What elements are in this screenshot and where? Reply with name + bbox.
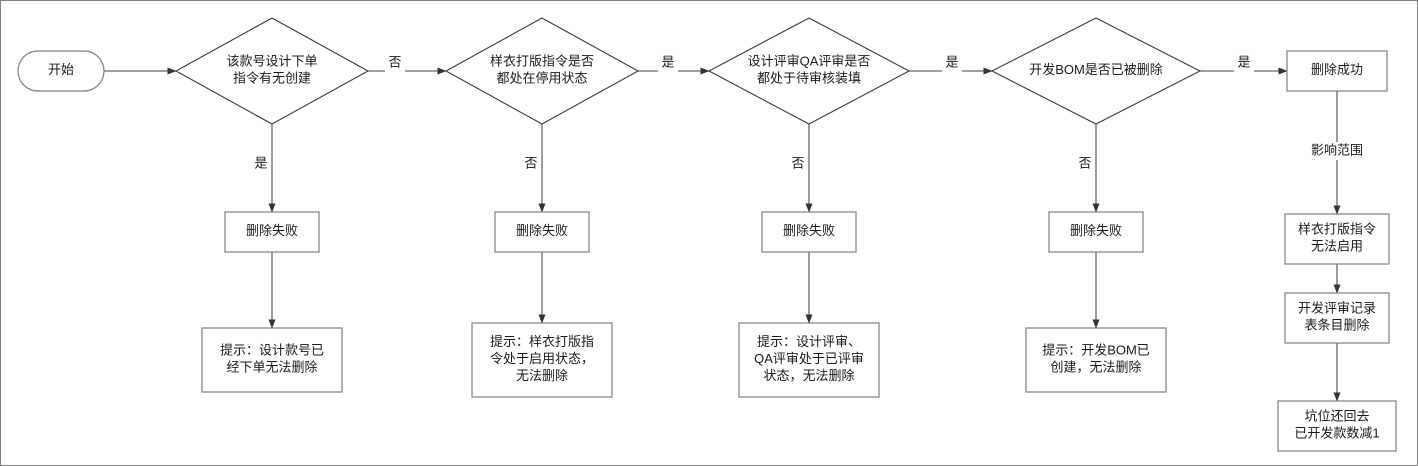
process-shape (761, 211, 857, 253)
edge-label-e-d1-fail1: 是 (254, 155, 267, 170)
process-shape (494, 211, 590, 253)
node-label: 设计评审QA评审是否都处于待审核装填 (748, 54, 871, 86)
node-label: 提示：设计款号已经下单无法删除 (220, 343, 324, 375)
node-d4[interactable]: 开发BOM是否已被删除 (990, 17, 1202, 125)
edge-label-e-d2-fail2: 否 (524, 155, 537, 170)
edge-label-bg (1234, 54, 1254, 72)
node-label: 坑位还回去已开发款数减1 (1294, 409, 1379, 441)
node-d3[interactable]: 设计评审QA评审是否都处于待审核装填 (707, 17, 911, 125)
node-label: 删除失败 (1070, 223, 1122, 238)
process-shape (201, 327, 343, 393)
node-fail2[interactable]: 删除失败 (494, 211, 590, 253)
decision-shape (444, 17, 640, 125)
node-effect2[interactable]: 开发评审记录表条目删除 (1284, 292, 1390, 344)
node-label: 删除失败 (246, 223, 298, 238)
process-shape (1025, 327, 1167, 393)
node-label: 提示：设计评审、QA评审处于已评审状态，无法删除 (754, 334, 864, 383)
node-label: 开始 (48, 62, 74, 77)
decision-shape (707, 17, 911, 125)
node-msg4[interactable]: 提示：开发BOM已创建，无法删除 (1025, 327, 1167, 393)
edge-label-bg (251, 155, 271, 173)
edge-label-bg (1306, 142, 1368, 160)
node-msg3[interactable]: 提示：设计评审、QA评审处于已评审状态，无法删除 (738, 322, 880, 398)
node-label: 样衣打版指令是否都处在停用状态 (490, 54, 594, 86)
process-shape (1048, 211, 1144, 253)
edge-label-bg (788, 155, 808, 173)
terminator-shape (17, 50, 105, 92)
edge-label-e-d2-d3: 是 (661, 54, 674, 69)
node-label: 删除失败 (516, 223, 568, 238)
node-effect3[interactable]: 坑位还回去已开发款数减1 (1277, 400, 1397, 452)
edge-label-bg (658, 54, 678, 72)
node-label: 开发评审记录表条目删除 (1298, 301, 1376, 333)
node-msg1[interactable]: 提示：设计款号已经下单无法删除 (201, 327, 343, 393)
node-label: 提示：开发BOM已创建，无法删除 (1042, 343, 1150, 375)
node-label: 删除成功 (1311, 62, 1363, 77)
edge-labels-layer: 否是是是是否否否影响范围 (251, 54, 1368, 173)
process-shape (1286, 50, 1388, 92)
edge-label-e-d3-fail3: 否 (791, 155, 804, 170)
edge-label-e-d3-d4: 是 (945, 54, 958, 69)
process-shape (471, 322, 613, 398)
process-shape (224, 211, 320, 253)
node-d2[interactable]: 样衣打版指令是否都处在停用状态 (444, 17, 640, 125)
node-label: 该款号设计下单指令有无创建 (226, 54, 317, 86)
nodes-layer: 开始 该款号设计下单指令有无创建 样衣打版指令是否都处在停用状态 设计评审QA评审是否… (17, 17, 1397, 452)
node-label: 开发BOM是否已被删除 (1029, 62, 1163, 77)
edge-label-bg (385, 54, 405, 72)
node-ok[interactable]: 删除成功 (1286, 50, 1388, 92)
decision-shape (174, 17, 370, 125)
edge-label-e-d4-ok: 是 (1237, 54, 1250, 69)
node-label: 删除失败 (783, 223, 835, 238)
node-label: 提示：样衣打版指令处于启用状态，无法删除 (490, 334, 594, 383)
edge-label-bg (521, 155, 541, 173)
node-start[interactable]: 开始 (17, 50, 105, 92)
edge-label-bg (942, 54, 962, 72)
node-msg2[interactable]: 提示：样衣打版指令处于启用状态，无法删除 (471, 322, 613, 398)
node-fail4[interactable]: 删除失败 (1048, 211, 1144, 253)
process-shape (738, 322, 880, 398)
node-fail3[interactable]: 删除失败 (761, 211, 857, 253)
decision-shape (990, 17, 1202, 125)
edge-label-e-ok-ef1: 影响范围 (1311, 142, 1363, 157)
edge-label-e-d4-fail4: 否 (1078, 155, 1091, 170)
edge-label-e-d1-d2: 否 (388, 54, 401, 69)
edge-label-bg (1075, 155, 1095, 173)
process-shape (1284, 292, 1390, 344)
process-shape (1284, 213, 1390, 265)
node-d1[interactable]: 该款号设计下单指令有无创建 (174, 17, 370, 125)
process-shape (1277, 400, 1397, 452)
node-effect1[interactable]: 样衣打版指令无法启用 (1284, 213, 1390, 265)
node-label: 样衣打版指令无法启用 (1298, 222, 1376, 254)
node-fail1[interactable]: 删除失败 (224, 211, 320, 253)
